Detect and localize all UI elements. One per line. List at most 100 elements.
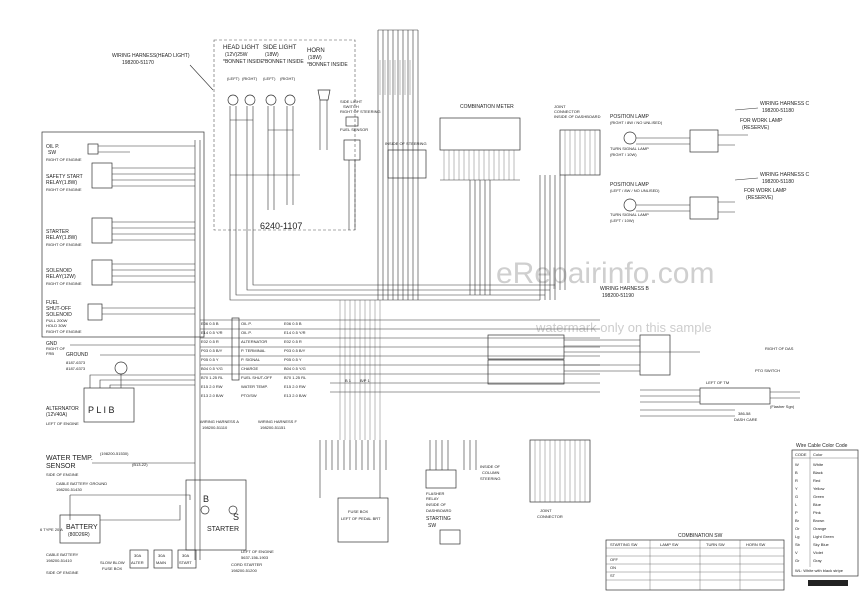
svg-text:SW: SW bbox=[428, 523, 436, 529]
cord-starter: CORD STARTER 198200-51200 bbox=[231, 562, 262, 573]
svg-text:STEERING: STEERING bbox=[480, 476, 500, 481]
headlight-wires: 6240-1107 bbox=[229, 100, 328, 231]
svg-text:WATER TEMP.: WATER TEMP. bbox=[46, 455, 93, 462]
svg-text:WIRING HARNESS C: WIRING HARNESS C bbox=[760, 172, 810, 178]
svg-text:386-58: 386-58 bbox=[738, 411, 751, 416]
svg-text:JOINT: JOINT bbox=[540, 508, 552, 513]
svg-text:B70 1.25 RL: B70 1.25 RL bbox=[201, 375, 224, 380]
svg-text:HOLD 30W: HOLD 30W bbox=[46, 323, 67, 328]
color-name-8: Orange bbox=[813, 526, 827, 531]
svg-text:SHUT-OFF: SHUT-OFF bbox=[46, 306, 71, 312]
harness-a-label: WIRING HARNESS A 198200-51110 bbox=[200, 419, 239, 430]
color-code-4: G bbox=[795, 494, 798, 499]
svg-text:JOINT: JOINT bbox=[554, 104, 566, 109]
terminal-b-label: B bbox=[203, 494, 209, 504]
svg-text:P05 0.5 Y: P05 0.5 Y bbox=[284, 357, 302, 362]
color-code-5: L bbox=[795, 502, 798, 507]
svg-text:(12V)25W: (12V)25W bbox=[225, 52, 248, 58]
svg-text:E14 0.5 Y/R: E14 0.5 Y/R bbox=[284, 330, 306, 335]
svg-text:PULL 200W: PULL 200W bbox=[46, 318, 68, 323]
svg-text:LAMP SW: LAMP SW bbox=[660, 542, 679, 547]
svg-text:GROUND: GROUND bbox=[66, 352, 89, 358]
svg-text:RELAY: RELAY bbox=[426, 496, 439, 501]
color-code-1: B bbox=[795, 470, 798, 475]
svg-text:B04 0.5 Y/G: B04 0.5 Y/G bbox=[284, 366, 306, 371]
svg-text:INSIDE OF: INSIDE OF bbox=[426, 502, 447, 507]
svg-text:LEFT OF ENGINE: LEFT OF ENGINE bbox=[241, 549, 274, 554]
svg-text:E06 0.5 B: E06 0.5 B bbox=[201, 321, 219, 326]
dash-care: 386-58 DASH CARE bbox=[640, 409, 758, 422]
svg-text:RIGHT OF ENGINE: RIGHT OF ENGINE bbox=[46, 242, 82, 247]
starter-relay: STARTER RELAY(1.8W) RIGHT OF ENGINE bbox=[46, 217, 195, 247]
sidelight-right-icon bbox=[284, 94, 296, 106]
svg-text:PTO/SW: PTO/SW bbox=[241, 393, 257, 398]
inside-steering-label: INSIDE OF STEERING bbox=[385, 141, 427, 146]
svg-text:8187-6373: 8187-6373 bbox=[66, 366, 86, 371]
svg-text:RIGHT OF ENGINE: RIGHT OF ENGINE bbox=[46, 157, 82, 162]
svg-text:198200-51430: 198200-51430 bbox=[56, 487, 83, 492]
color-name-0: White bbox=[813, 462, 824, 467]
gnd-point: GND RIGHT OF FRB bbox=[46, 341, 195, 356]
color-code-0: W bbox=[795, 462, 799, 467]
fuse-box: FUSE BOX LEFT OF PEDAL BRT bbox=[319, 470, 389, 543]
svg-text:PTO SWITCH: PTO SWITCH bbox=[755, 368, 780, 373]
harness-b-routing: WIRING HARNESS B 198200-51190 bbox=[229, 175, 650, 301]
color-name-7: Brown bbox=[813, 518, 824, 523]
svg-text:INSIDE OF: INSIDE OF bbox=[480, 464, 501, 469]
position-lamp-left: POSITION LAMP (LEFT / 8W / NO UNLISED) T… bbox=[610, 182, 735, 223]
color-code-12: Gr bbox=[795, 558, 800, 563]
headlight-left-icon bbox=[227, 94, 239, 106]
svg-text:RIGHT OF ENGINE: RIGHT OF ENGINE bbox=[46, 281, 82, 286]
svg-text:CONNECTOR: CONNECTOR bbox=[537, 514, 563, 519]
svg-text:SIDE LIGHT: SIDE LIGHT bbox=[263, 45, 297, 51]
hole-type-label: 6 TYPE 20 A bbox=[40, 527, 63, 532]
svg-text:(LEFT): (LEFT) bbox=[227, 76, 240, 81]
svg-text:CONNECTOR: CONNECTOR bbox=[554, 109, 580, 114]
svg-text:TURN SIGNAL LAMP: TURN SIGNAL LAMP bbox=[610, 212, 649, 217]
svg-text:B04 0.5 Y/G: B04 0.5 Y/G bbox=[201, 366, 223, 371]
alternator: P L I B ALTERNATOR (12V40A) LEFT OF ENGI… bbox=[46, 361, 195, 426]
svg-text:HEAD LIGHT: HEAD LIGHT bbox=[223, 45, 259, 51]
svg-text:*BONNET INSIDE: *BONNET INSIDE bbox=[307, 62, 348, 68]
svg-text:SAFETY START: SAFETY START bbox=[46, 174, 83, 180]
svg-text:(B13-22): (B13-22) bbox=[132, 462, 148, 467]
right-middle-connectors: RIGHT OF DAS bbox=[487, 334, 794, 385]
svg-text:COMBINATION METER: COMBINATION METER bbox=[460, 104, 514, 110]
battery: BATTERY (80D26R) SIDE OF ENGINE 6 TYPE 2… bbox=[40, 514, 101, 575]
svg-text:CABLE BATTERY: CABLE BATTERY bbox=[46, 552, 79, 557]
harness-c-top: WIRING HARNESS C 198200-51180 FOR WORK L… bbox=[734, 101, 810, 136]
svg-text:GND: GND bbox=[46, 341, 58, 347]
svg-text:(18W): (18W) bbox=[265, 52, 279, 58]
svg-text:RIGHT OF ENGINE: RIGHT OF ENGINE bbox=[46, 329, 82, 334]
combination-meter: COMBINATION METER INSIDE OF STEERING bbox=[385, 104, 521, 181]
svg-text:CODE: CODE bbox=[795, 452, 807, 457]
svg-text:WIRING HARNESS F: WIRING HARNESS F bbox=[258, 419, 297, 424]
svg-text:WL: White with black stripe: WL: White with black stripe bbox=[795, 568, 844, 573]
right-of-dash-label: RIGHT OF DAS bbox=[765, 346, 794, 351]
svg-text:POSITION LAMP: POSITION LAMP bbox=[610, 182, 650, 188]
cable-battery-ground: CABLE BATTERY GROUND 198200-51430 bbox=[56, 481, 191, 520]
color-name-11: Violet bbox=[813, 550, 824, 555]
position-lamp-icon bbox=[623, 131, 637, 145]
svg-text:(12V40A): (12V40A) bbox=[46, 412, 67, 418]
svg-text:(RESERVE): (RESERVE) bbox=[742, 125, 769, 131]
svg-text:RELAY(12W): RELAY(12W) bbox=[46, 274, 76, 280]
watermark-subtext: watermark only on this sample bbox=[535, 320, 712, 335]
svg-text:OIL P.: OIL P. bbox=[46, 144, 59, 150]
svg-text:FOR WORK LAMP: FOR WORK LAMP bbox=[740, 118, 783, 124]
side-light-switch: SIDE LIGHT SWITCH RIGHT OF STEERING FUEL… bbox=[340, 99, 381, 230]
svg-text:(RIGHT): (RIGHT) bbox=[242, 76, 258, 81]
top-wire-bundle bbox=[377, 29, 419, 300]
inside-column-steering: INSIDE OF COLUMN STEERING bbox=[463, 440, 501, 481]
slow-blow-fuse-box: SLOW BLOW FUSE BOX 30A ALTER 30A MAIN 30… bbox=[100, 549, 197, 571]
harness-c-bottom: WIRING HARNESS C 198200-51180 FOR WORK L… bbox=[734, 172, 810, 201]
svg-text:STARTING: STARTING bbox=[426, 516, 451, 522]
svg-text:SOLENOID: SOLENOID bbox=[46, 268, 72, 274]
harness-headlight-label: WIRING HARNESS(HEAD LIGHT) 198200-51170 bbox=[112, 53, 214, 91]
svg-text:OIL P.: OIL P. bbox=[241, 321, 252, 326]
center-part-label: 6240-1107 bbox=[260, 221, 302, 231]
svg-text:WIRING HARNESS B: WIRING HARNESS B bbox=[600, 286, 650, 292]
svg-text:198200-51180: 198200-51180 bbox=[762, 108, 794, 114]
